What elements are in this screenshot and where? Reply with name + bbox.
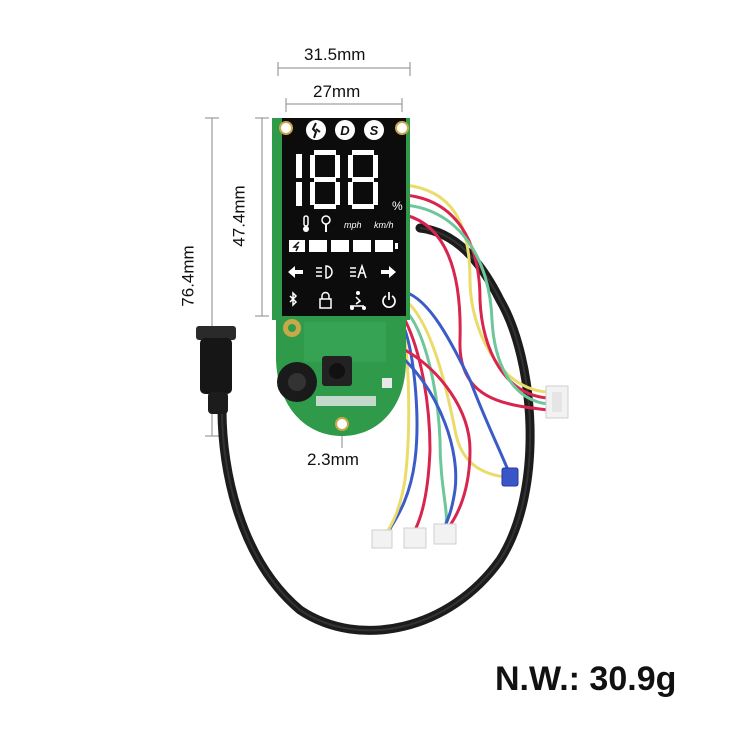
unit-kmh-label: km/h bbox=[374, 220, 394, 230]
connectors-bottom bbox=[371, 523, 457, 549]
dim-total-height: 76.4mm bbox=[178, 245, 198, 307]
speed-digits bbox=[296, 150, 378, 209]
scooter-rider-icon bbox=[350, 291, 366, 310]
dim-hole-diameter: 2.3mm bbox=[307, 450, 359, 469]
mode-s-label: S bbox=[370, 123, 379, 138]
thermometer-icon bbox=[303, 215, 309, 232]
lock-icon bbox=[319, 291, 332, 309]
power-icon bbox=[382, 292, 396, 309]
dim-outer-width: 31.5mm bbox=[304, 45, 366, 64]
lcd-display bbox=[279, 118, 409, 316]
right-turn-arrow-icon bbox=[381, 266, 396, 278]
headlight-icon bbox=[316, 265, 333, 279]
connector-right bbox=[545, 385, 569, 419]
percent-label: % bbox=[392, 199, 403, 213]
signal-wires bbox=[383, 183, 550, 537]
battery-icon bbox=[289, 240, 398, 252]
dim-inner-width: 27mm bbox=[313, 82, 361, 101]
round-plug bbox=[196, 326, 236, 414]
pcb-components bbox=[277, 319, 392, 431]
left-turn-arrow-icon bbox=[288, 266, 303, 278]
bluetooth-icon bbox=[289, 291, 298, 307]
dim-display-height: 47.4mm bbox=[229, 185, 249, 247]
mode-d-label: D bbox=[340, 123, 350, 138]
unit-mph-label: mph bbox=[344, 220, 362, 230]
net-weight-label: N.W.: 30.9g bbox=[495, 660, 677, 698]
auto-headlight-icon bbox=[350, 263, 367, 279]
connector-blue bbox=[501, 467, 519, 487]
wrench-icon bbox=[321, 215, 331, 232]
